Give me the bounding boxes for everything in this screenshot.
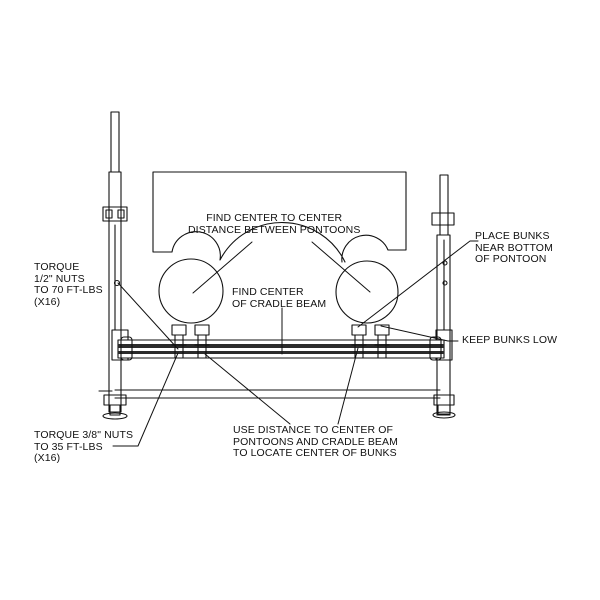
bunk-bracket-right-a <box>351 324 367 359</box>
leader-use-distance-a <box>204 353 291 425</box>
pontoon-hull-outline <box>152 171 407 263</box>
label-torque-three-eighths: TORQUE 3/8" NUTS TO 35 FT-LBS (X16) <box>34 429 134 464</box>
right-pontoon <box>335 260 399 324</box>
lower-crossbar <box>98 389 441 399</box>
leader-torque-half-inch <box>117 282 179 350</box>
left-pontoon <box>158 258 224 324</box>
label-use-distance: USE DISTANCE TO CENTER OF PONTOONS AND C… <box>233 424 398 459</box>
right-upright-post <box>431 174 456 419</box>
leader-keep-bunks-low <box>380 325 459 342</box>
label-find-center-distance: FIND CENTER TO CENTER DISTANCE BETWEEN P… <box>188 212 361 236</box>
label-find-center-cradle: FIND CENTER OF CRADLE BEAM <box>232 286 327 310</box>
bunk-bracket-left-a <box>171 324 187 359</box>
label-keep-bunks-low: KEEP BUNKS LOW <box>462 334 558 346</box>
left-upright-post <box>102 111 129 420</box>
leader-lines <box>112 240 479 447</box>
leader-torque-three-eighths <box>112 352 179 447</box>
label-torque-half-inch: TORQUE 1/2" NUTS TO 70 FT-LBS (X16) <box>34 261 103 308</box>
bunk-bracket-left-b <box>194 324 210 359</box>
leader-use-distance-b <box>337 347 359 425</box>
leader-center-distance-right <box>311 241 371 293</box>
leader-center-distance-left <box>192 241 253 294</box>
cradle-beam <box>117 336 445 361</box>
label-place-bunks: PLACE BUNKS NEAR BOTTOM OF PONTOON <box>475 230 553 265</box>
bunk-bracket-right-b <box>374 324 390 359</box>
leader-place-bunks <box>357 240 479 328</box>
